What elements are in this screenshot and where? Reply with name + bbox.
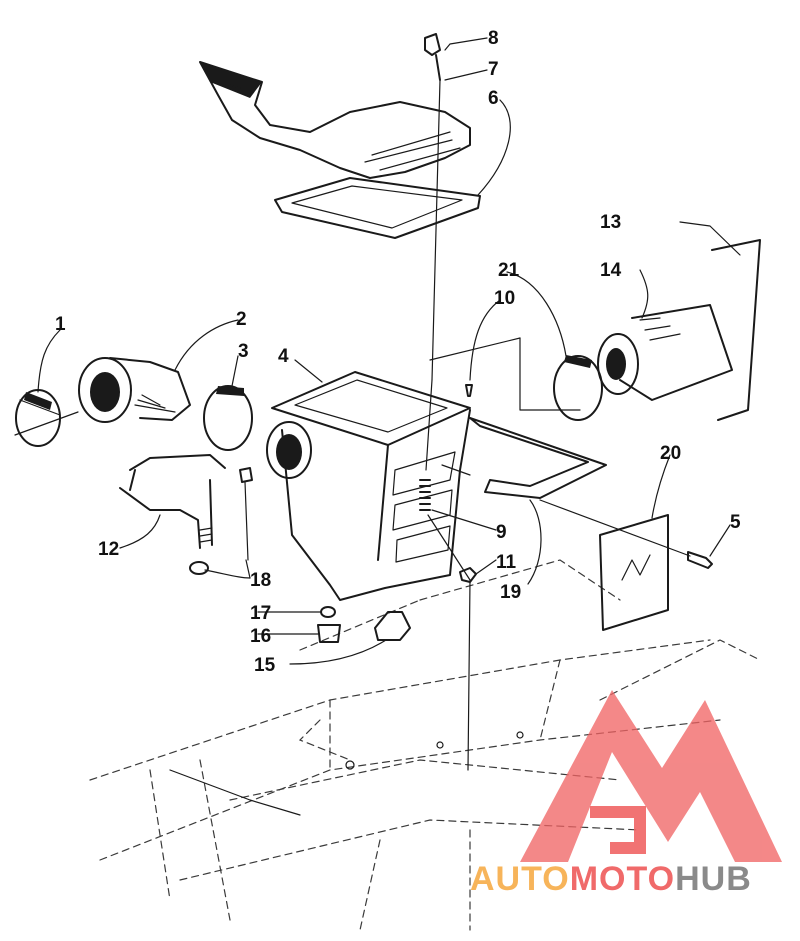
triangle-logo-icon — [520, 690, 782, 862]
intake-boot — [78, 357, 191, 423]
rod-spring — [419, 479, 471, 771]
callout-11: 11 — [496, 552, 517, 573]
mount-feet — [317, 606, 411, 643]
callout-4: 4 — [278, 346, 289, 367]
callout-7: 7 — [488, 59, 499, 80]
chassis-frame — [89, 559, 761, 931]
wordmark-auto: AUTO — [470, 860, 570, 898]
callout-19: 19 — [500, 582, 521, 603]
callout-1: 1 — [55, 314, 66, 335]
callout-2: 2 — [236, 309, 247, 330]
callout-9: 9 — [496, 522, 507, 543]
callout-5: 5 — [730, 512, 741, 533]
watermark-wordmark: AUTOMOTOHUB — [470, 860, 752, 898]
callout-17: 17 — [250, 603, 271, 624]
leader-lines — [37, 37, 741, 665]
callout-15: 15 — [254, 655, 276, 676]
air-filter — [553, 304, 733, 421]
hose-clamp-3 — [203, 385, 253, 451]
intake-snorkel — [199, 61, 471, 179]
callout-3: 3 — [238, 341, 249, 362]
screw-10 — [465, 384, 473, 397]
nut-11 — [459, 567, 477, 583]
wordmark-moto: MOTO — [570, 860, 675, 898]
callout-16: 16 — [250, 626, 271, 647]
drain-hose — [119, 454, 226, 549]
access-plate — [539, 499, 713, 631]
small-clamps — [189, 467, 253, 575]
wordmark-hub: HUB — [675, 860, 752, 898]
hose-clamp-1 — [14, 389, 79, 447]
callout-labels: 1 2 3 4 5 6 7 8 9 10 11 12 13 14 15 16 1… — [55, 28, 741, 676]
callout-8: 8 — [488, 28, 499, 49]
svg-text:AUTOMOTOHUB: AUTOMOTOHUB — [470, 860, 752, 898]
callout-21: 21 — [498, 260, 520, 281]
callout-13: 13 — [600, 212, 621, 233]
filter-cover-panel — [429, 239, 761, 421]
callout-18: 18 — [250, 570, 271, 591]
watermark-logo — [520, 690, 782, 862]
callout-20: 20 — [660, 443, 681, 464]
callout-10: 10 — [494, 288, 515, 309]
lid-gasket — [274, 177, 481, 239]
callout-14: 14 — [600, 260, 622, 281]
callout-12: 12 — [98, 539, 119, 560]
air-box — [266, 371, 471, 601]
side-gasket — [441, 417, 607, 499]
callout-6: 6 — [488, 88, 499, 109]
